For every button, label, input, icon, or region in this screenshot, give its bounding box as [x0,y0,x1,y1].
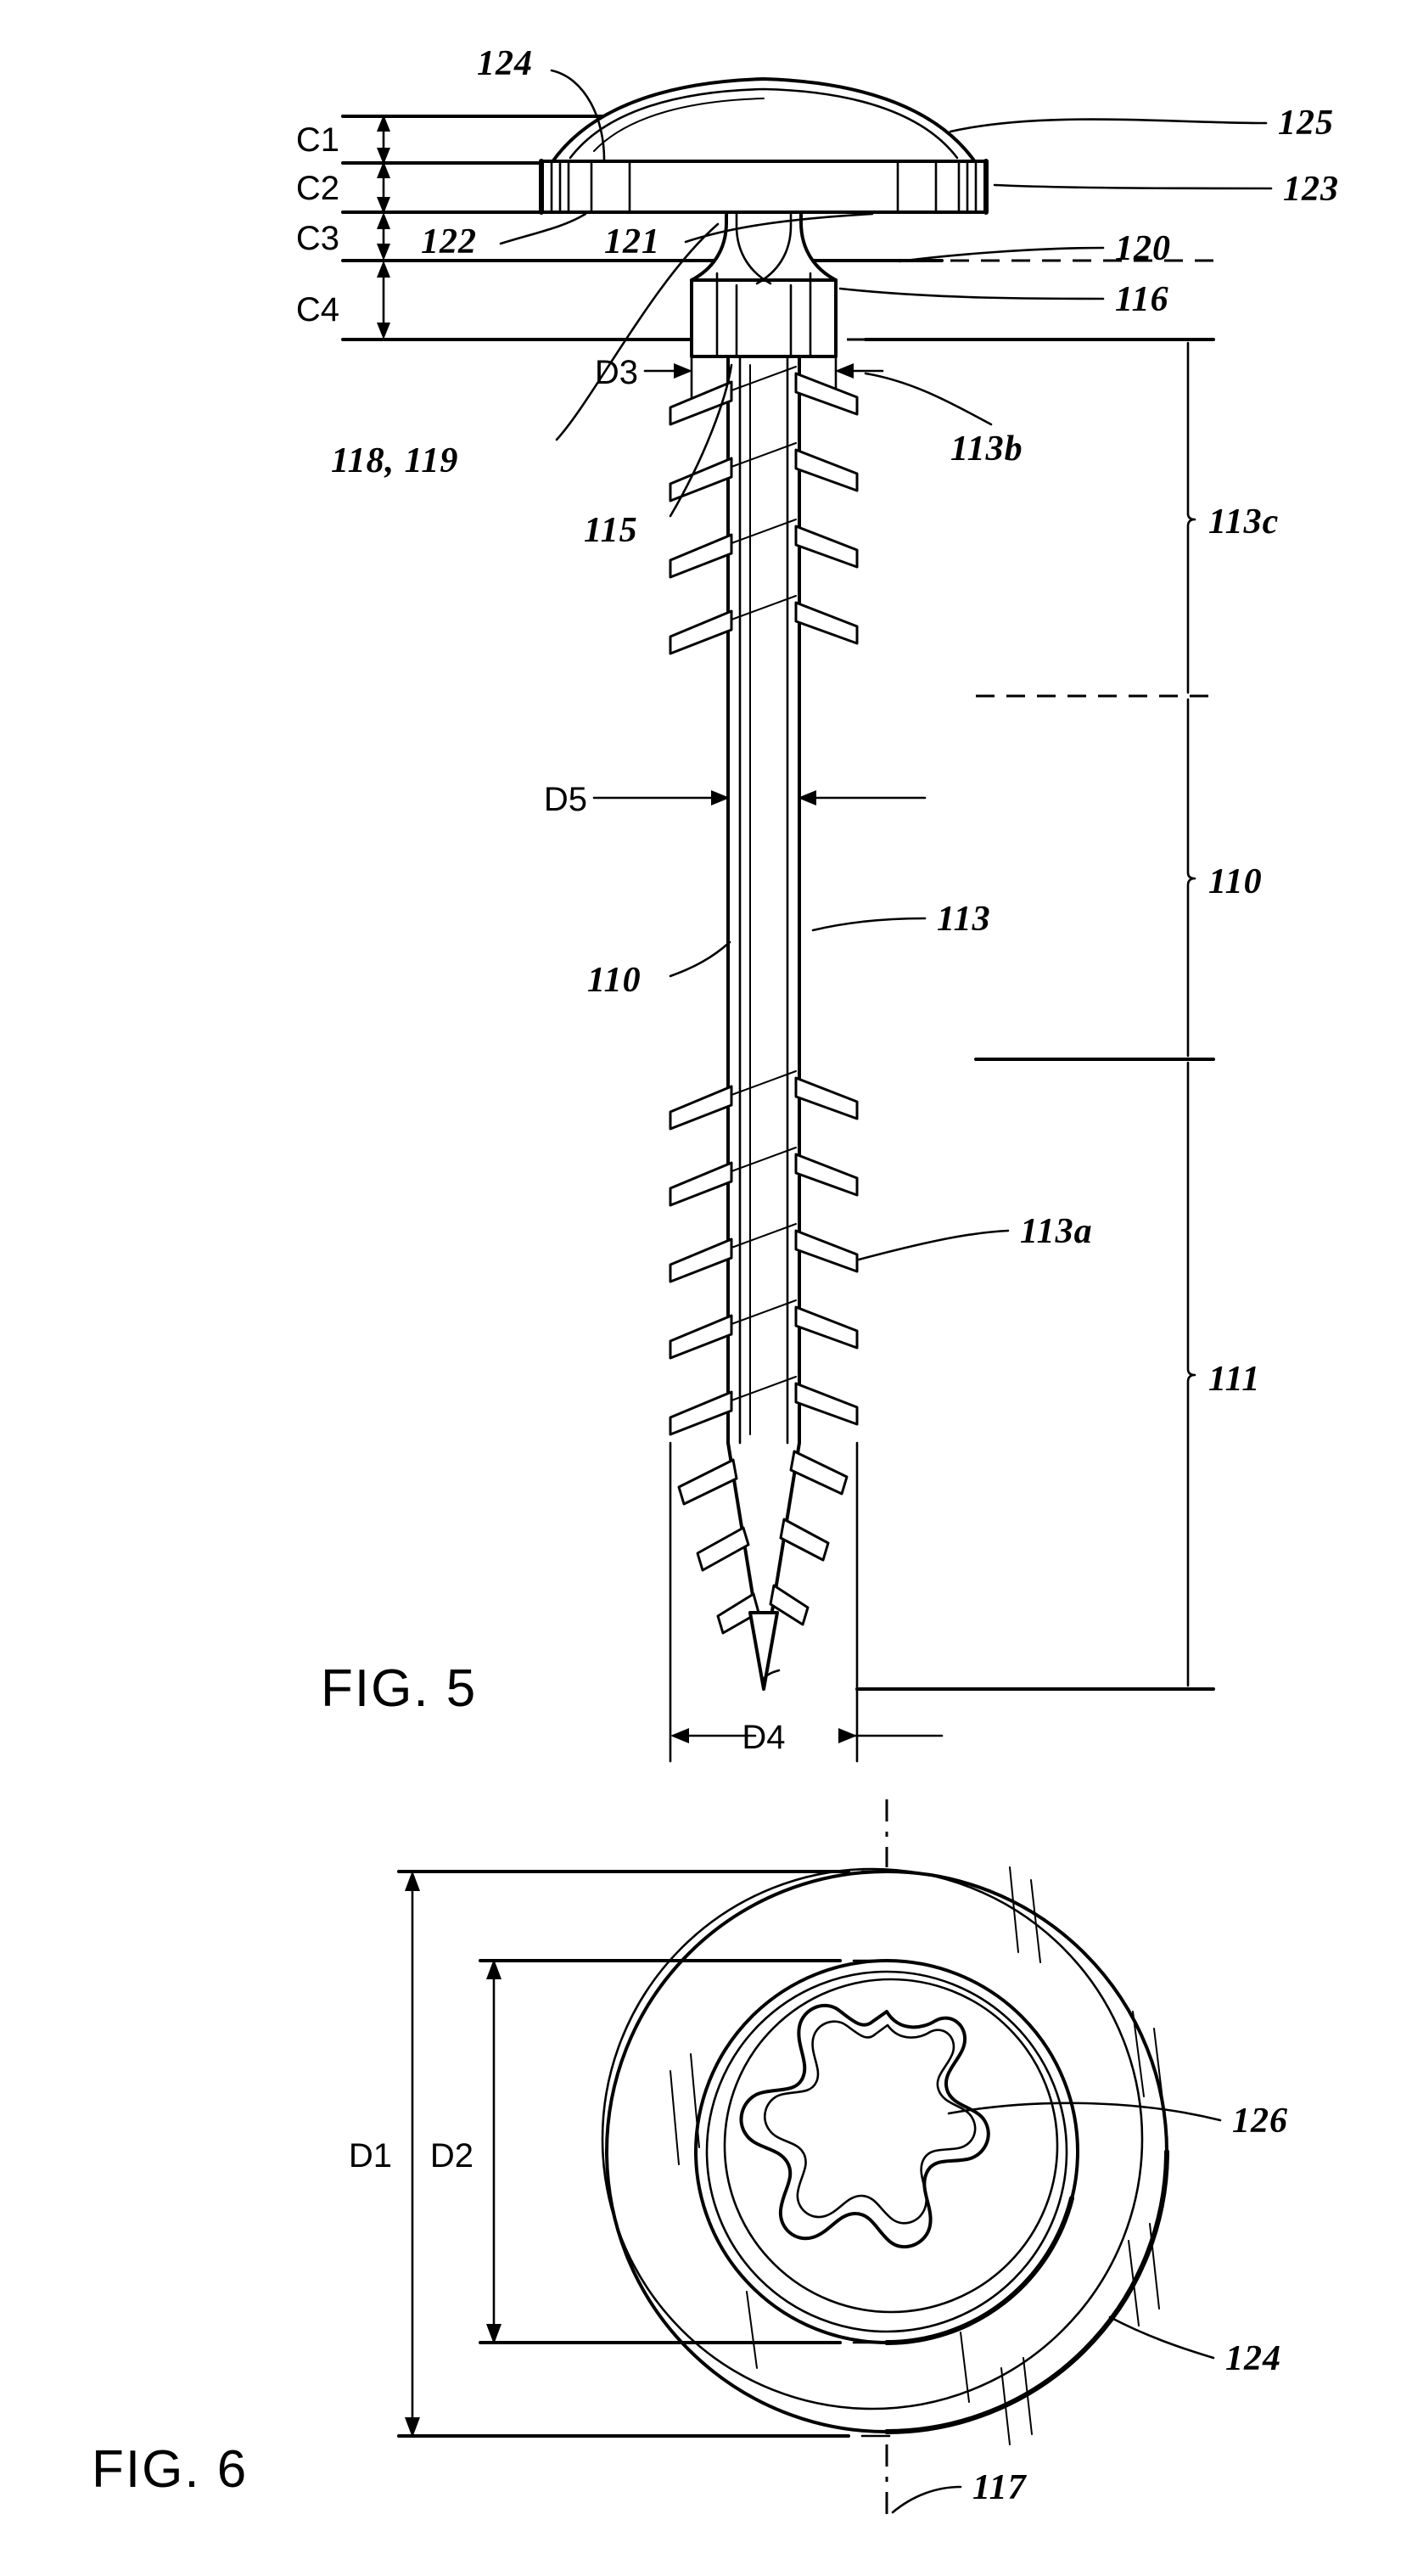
brace-113c [1186,698,1196,1058]
brace-113a [1186,1061,1196,1687]
screw-head [539,77,989,215]
screw-shank-thread [669,355,859,1691]
reference-numeral-122: 122 [421,222,477,261]
reference-numeral-118-119: 118, 119 [331,441,458,480]
dimension-label-c4: C4 [296,291,339,328]
dimension-label-d3: D3 [595,354,638,391]
leader-120 [898,246,1105,263]
reference-numeral-113b: 113c [1208,502,1279,542]
head-flange-body [540,160,988,214]
head-outer-shadow-edge [884,2149,1169,2434]
head-dome-inner-contour [569,87,959,160]
flange-serrations-right [957,160,978,214]
head-dome-shade-1 [593,98,765,152]
dimension-label-c1: C1 [296,121,339,159]
dimension-d4: D4 [669,1441,944,1763]
dimension-d5: D5 [544,781,927,818]
leader-113c-shank [669,940,731,978]
flange-serrations-left [550,160,570,214]
leader-118-119 [555,222,720,441]
thread-group-lower [669,1070,859,1436]
head-dome-ring-inner [723,1978,1059,2314]
reference-numeral-113a: 111 [1208,1360,1260,1399]
leader-123 [993,183,1273,190]
leader-126 [947,2102,1222,2122]
reference-numeral-124: 124 [477,44,533,83]
reference-numeral-117: 117 [972,2468,1028,2507]
leader-115 [669,363,733,518]
dimension-label-d4: D4 [742,1719,785,1756]
head-dome-shadow-edge [884,2196,1074,2345]
reference-numeral-113: 113a [1020,1212,1093,1251]
shank-core-lines [738,355,789,1445]
thread-group-upper [669,366,859,655]
leader-116 [838,287,1105,300]
fig6-leaders: 126 124 117 [891,2102,1288,2514]
neck-rib-lines-outer [715,272,812,358]
leader-125 [949,118,1268,133]
dimension-label-d1: D1 [349,2137,392,2175]
reference-numeral-125: 125 [1278,104,1334,143]
fig5-zone-braces: 113c 110 111 [855,338,1279,1691]
dimension-label-d5: D5 [544,781,587,818]
flange-facet-right [896,160,938,214]
flange-facet-left [590,160,631,214]
figure-5-group: C1 C2 C3 C4 [296,44,1339,1763]
figure-6-group: D1 D2 126 124 117 FIG. 6 [92,1799,1288,2521]
head-dome-outline [550,77,978,165]
reference-numeral-124-fig6: 124 [1225,2339,1281,2378]
torx-recess-inner-contour [764,2020,977,2225]
leader-113 [857,1229,1010,1261]
reference-numeral-123: 123 [1283,170,1339,209]
reference-numeral-113c-shank: 110 [587,961,642,1000]
screw-underhead-neck [690,210,838,358]
reference-numeral-112: 113b [950,429,1023,469]
fig5-leaders: 124 125 123 122 121 120 116 118, 119 115… [331,44,1339,1682]
leader-124 [550,69,606,161]
shank-body [726,355,801,1665]
dimension-label-d2: D2 [430,2137,473,2175]
brace-113b [1186,341,1196,694]
fig5-dimension-stack: C1 C2 C3 C4 [296,115,390,340]
neck-rib-lines [735,283,793,358]
reference-numeral-115: 115 [584,511,638,550]
head-outer-inner-ring [601,1867,1144,2410]
dimension-label-c3: C3 [296,220,339,257]
reference-numeral-110: 113 [937,900,991,939]
figure-5-caption: FIG. 5 [321,1659,477,1718]
leader-124-fig6 [1108,2315,1215,2360]
dimension-label-c2: C2 [296,170,339,207]
reference-numeral-126: 126 [1232,2102,1288,2141]
leader-117 [891,2485,962,2514]
dimension-d3: D3 [595,317,884,401]
leader-110 [811,917,927,932]
leader-112 [864,372,993,426]
head-dome-ring-mid [705,1970,1068,2333]
leader-121 [684,212,874,244]
flange-rim-edges [539,159,989,215]
reference-numeral-113c: 110 [1208,862,1263,901]
leader-122 [499,212,587,245]
leader-111 [760,1669,781,1682]
figure-6-caption: FIG. 6 [92,2440,248,2499]
torx-drive-recess [739,2003,990,2249]
head-shading-ticks [670,1866,1165,2445]
fig6-dimension-stack: D1 D2 [349,1870,891,2438]
reference-numeral-116: 116 [1115,280,1169,319]
torx-recess-outline [739,2003,990,2249]
reference-numeral-121: 121 [604,222,660,261]
reference-numeral-120: 120 [1115,229,1171,268]
